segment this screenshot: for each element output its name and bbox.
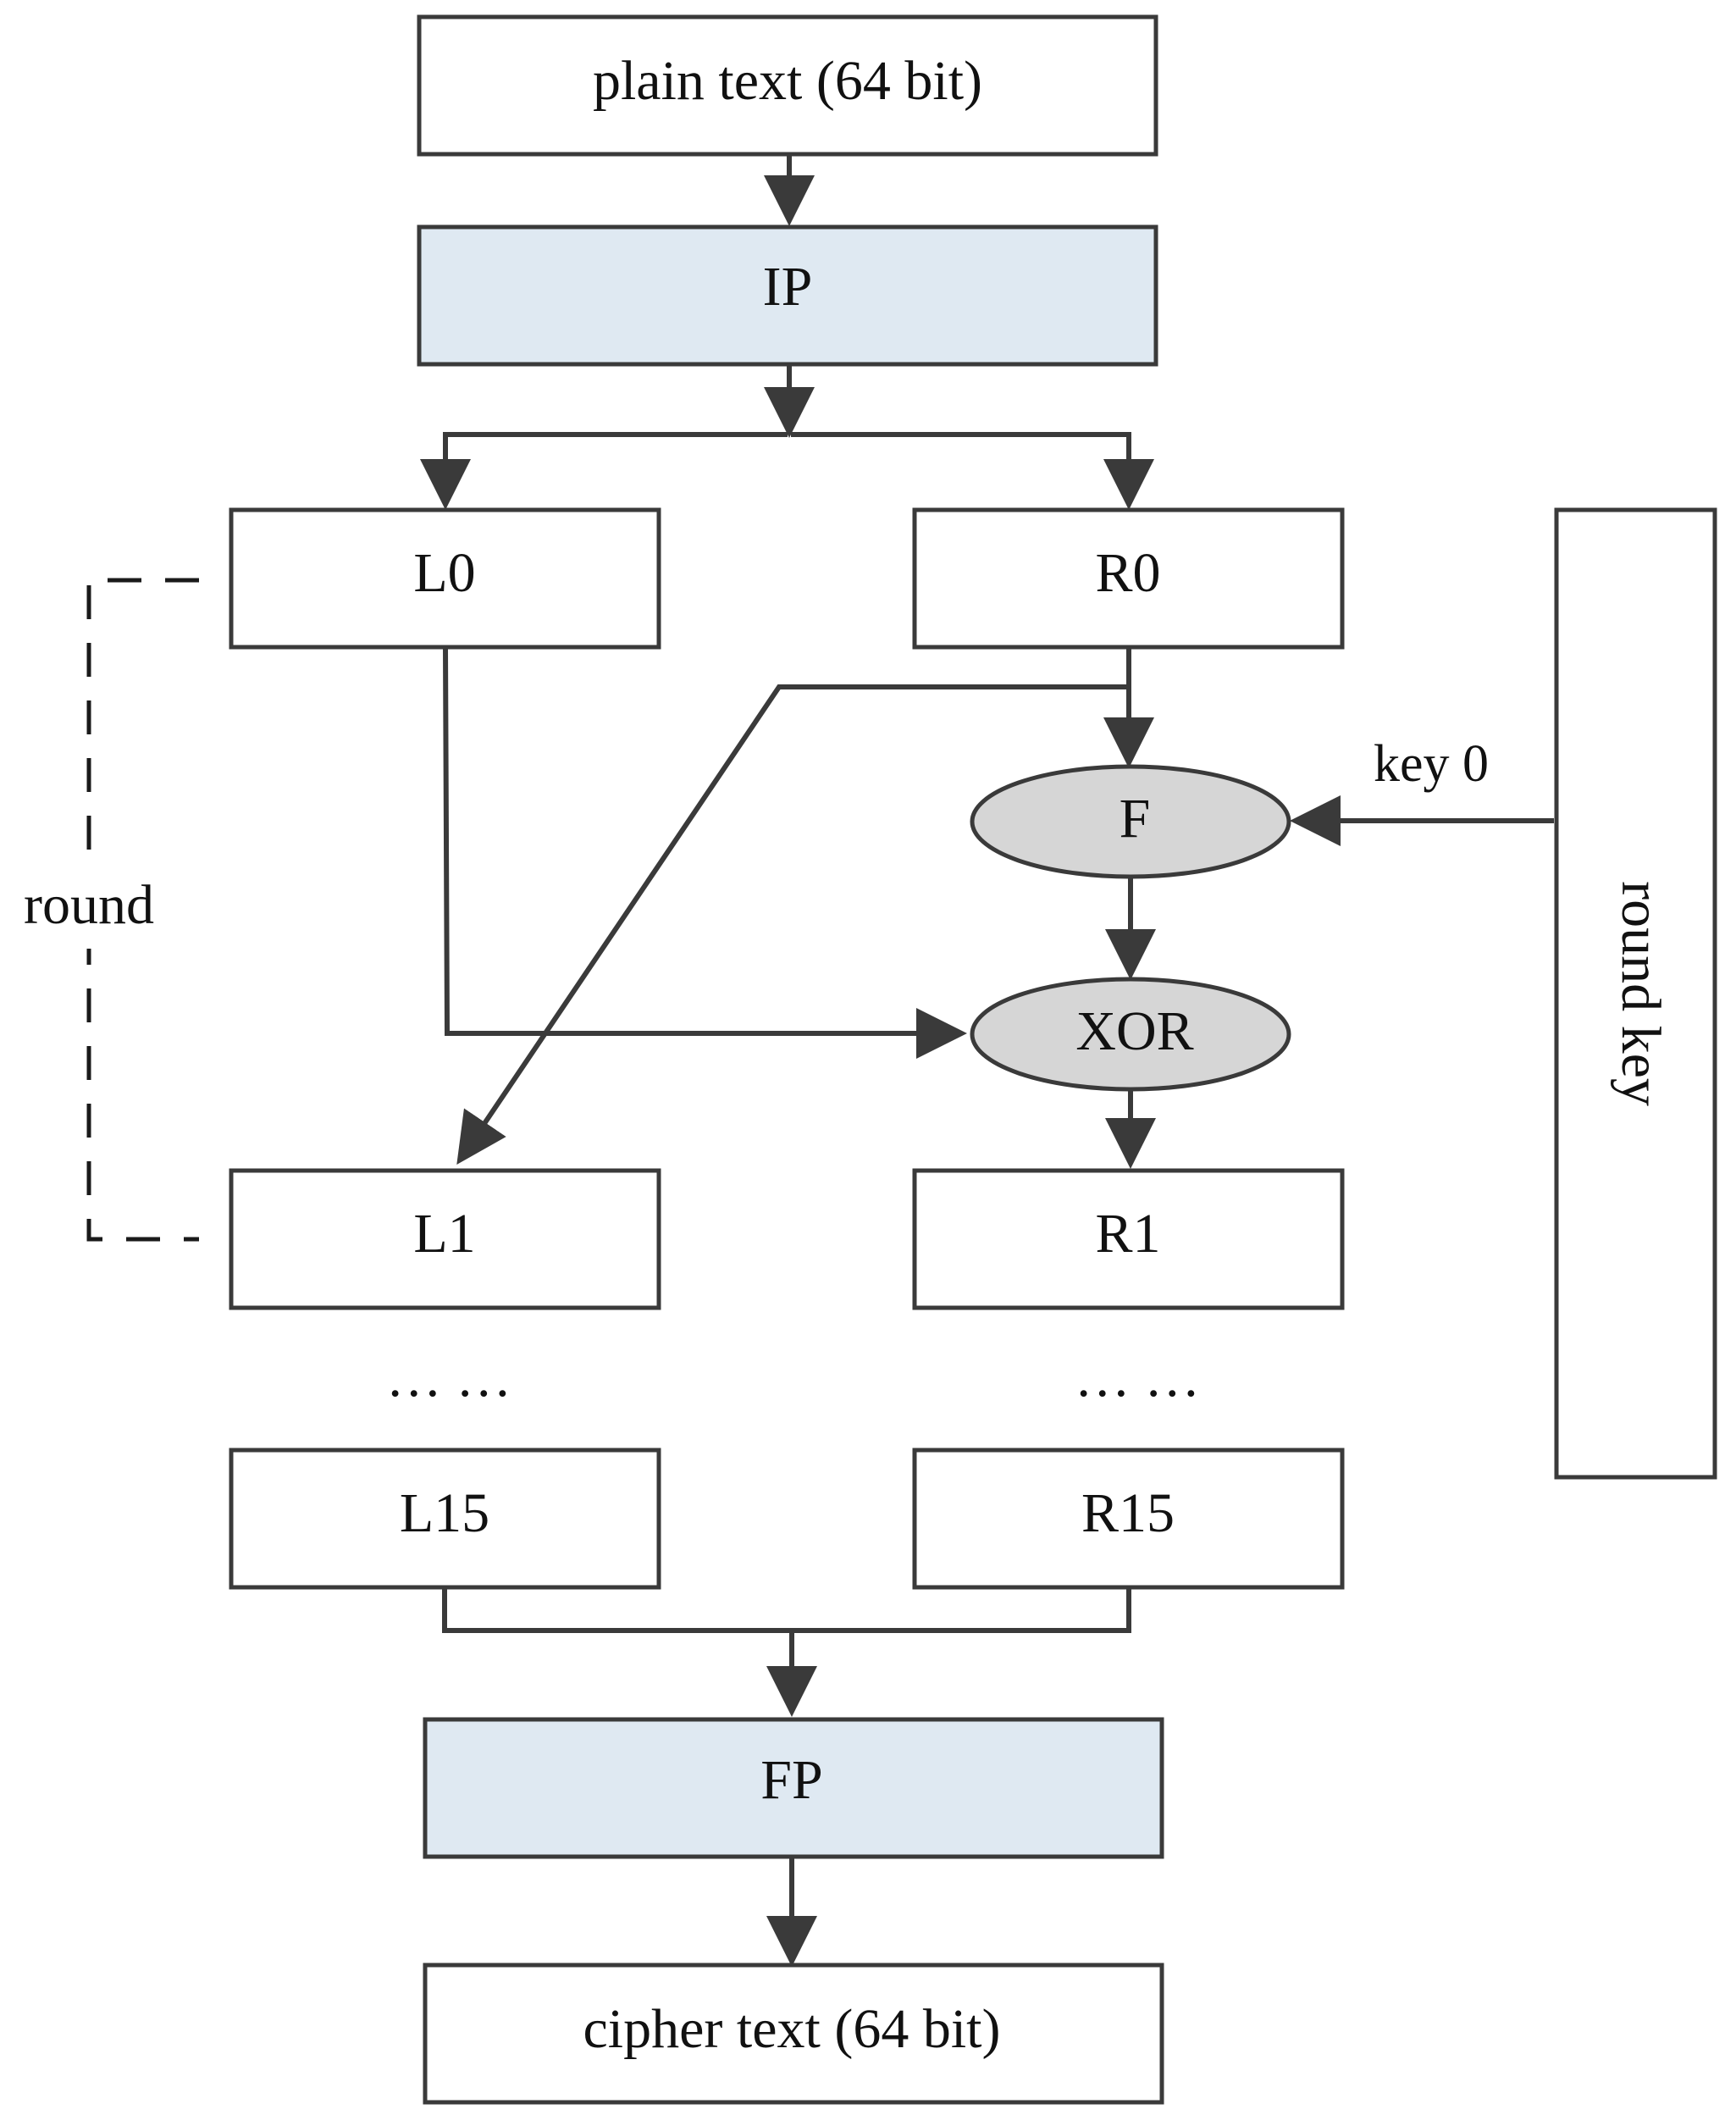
node-r1: R1 bbox=[912, 1168, 1345, 1310]
arrow-split-to-r0 bbox=[791, 432, 1154, 510]
node-xor: XOR bbox=[970, 977, 1291, 1092]
arrow-l0-to-xor bbox=[443, 647, 967, 1059]
node-f: F bbox=[970, 764, 1291, 879]
ellipsis-left: … … bbox=[386, 1347, 512, 1409]
arrow-split-to-l0 bbox=[420, 432, 788, 510]
node-round-key: round key bbox=[1554, 507, 1717, 1480]
round-label: round bbox=[24, 874, 154, 936]
node-cipher-text: cipher text (64 bit) bbox=[423, 1963, 1164, 2105]
node-r15: R15 bbox=[912, 1448, 1345, 1590]
r0-label: R0 bbox=[1095, 542, 1160, 604]
node-l0: L0 bbox=[229, 507, 661, 650]
plain-text-label: plain text (64 bit) bbox=[593, 50, 982, 112]
node-fp: FP bbox=[423, 1717, 1164, 1859]
node-r0: R0 bbox=[912, 507, 1345, 650]
r15-label: R15 bbox=[1081, 1482, 1175, 1544]
node-l15: L15 bbox=[229, 1448, 661, 1590]
round-bracket bbox=[86, 578, 199, 1242]
ellipsis-right: … … bbox=[1075, 1347, 1201, 1409]
l1-label: L1 bbox=[413, 1203, 475, 1265]
arrow-r0-to-l1 bbox=[456, 684, 1129, 1165]
line-l15-merge bbox=[442, 1587, 1131, 1633]
round-key-label: round key bbox=[1610, 881, 1672, 1106]
key0-label: key 0 bbox=[1374, 735, 1489, 793]
connectors bbox=[86, 155, 1554, 1967]
f-label: F bbox=[1120, 788, 1151, 850]
l15-label: L15 bbox=[400, 1482, 489, 1544]
node-l1: L1 bbox=[229, 1168, 661, 1310]
cipher-text-label: cipher text (64 bit) bbox=[583, 1998, 1000, 2060]
node-plain-text: plain text (64 bit) bbox=[417, 14, 1158, 157]
l0-label: L0 bbox=[413, 542, 475, 604]
r1-label: R1 bbox=[1095, 1203, 1160, 1265]
round-label-bg bbox=[8, 872, 174, 949]
ip-label: IP bbox=[763, 256, 813, 318]
fp-label: FP bbox=[760, 1749, 822, 1811]
node-ip: IP bbox=[417, 224, 1158, 367]
xor-label: XOR bbox=[1075, 1000, 1193, 1062]
